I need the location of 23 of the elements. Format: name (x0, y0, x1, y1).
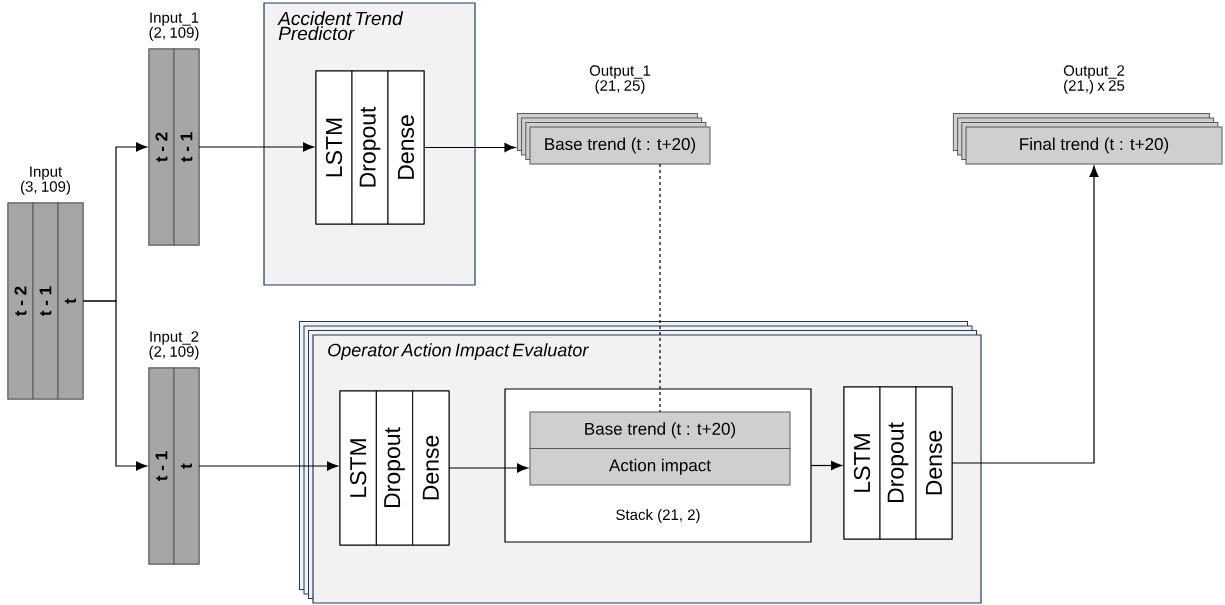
tensor-cell: t - 2 (148, 48, 175, 246)
tensor-cell: t - 1 (32, 202, 59, 400)
tensor-cell: t - 1 (148, 367, 175, 565)
tensor-cell: t (173, 367, 200, 565)
tensor-label: Input_1 (2, 109) (149, 12, 199, 41)
arrow (951, 165, 1099, 464)
tensor-cell: t (57, 202, 84, 400)
tensor-label: Input_2 (2, 109) (149, 331, 199, 360)
arrow (82, 300, 148, 471)
tensor-label: Input (3, 109) (21, 166, 70, 195)
tensor-cell: t - 2 (7, 202, 34, 400)
arrow (198, 461, 339, 471)
panel-title: Accident Trend Predictor (277, 11, 404, 41)
arrow (423, 142, 516, 153)
arrow (198, 142, 315, 152)
tensor-cell: t - 1 (173, 48, 200, 246)
output-label: Output_1 (21, 25) (589, 65, 651, 94)
output-label: Output_2 (21,) x 25 (1063, 65, 1125, 94)
layer-cell: LSTM (315, 70, 353, 225)
layer-cell: Dense (387, 70, 425, 225)
layer-cell: Dropout (351, 70, 389, 225)
output-stack: Final trend (t : t+20) (952, 113, 1223, 165)
output-stack: Base trend (t : t+20) (516, 113, 711, 165)
